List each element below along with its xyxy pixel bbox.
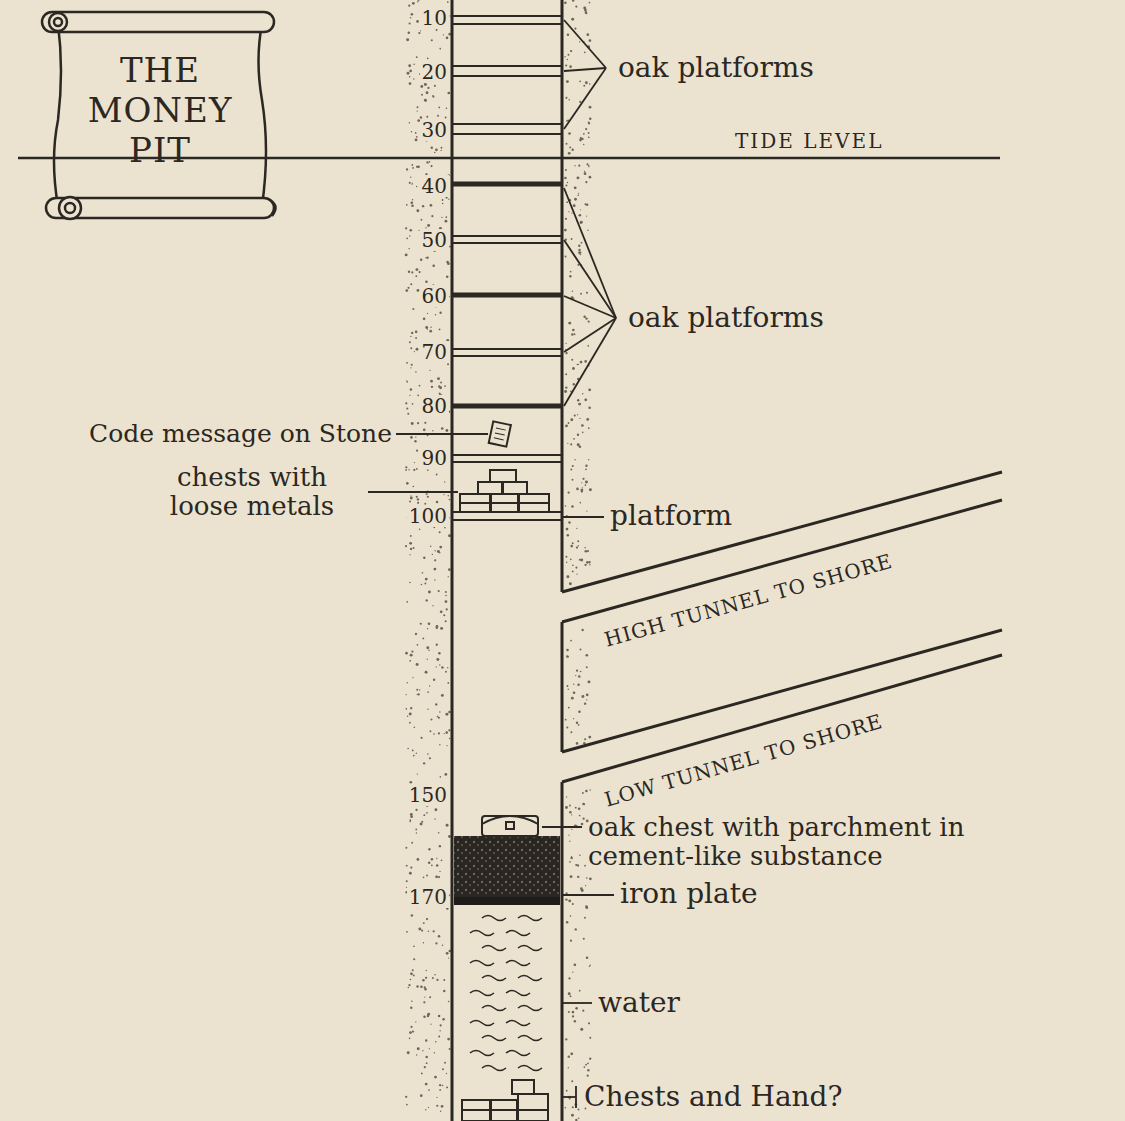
callout-label: oak platforms (618, 53, 814, 84)
water-waves (470, 916, 542, 1071)
shaft-walls (452, 0, 562, 1121)
callout-label: Chests and Hand? (584, 1082, 843, 1113)
depth-number: 170 (407, 886, 449, 908)
depth-number: 70 (420, 341, 449, 363)
depth-number: 60 (420, 285, 449, 307)
title-scroll (42, 12, 276, 219)
depth-number: 80 (420, 395, 449, 417)
callout-label: Code message on Stone (89, 420, 392, 448)
depth-number: 50 (420, 229, 449, 251)
depth-number: 90 (420, 447, 449, 469)
callout-label: iron plate (620, 879, 758, 910)
callout-label: chests with loose metals (142, 463, 362, 520)
callout-label: water (598, 988, 680, 1019)
leader-lines (368, 20, 616, 1108)
depth-number: 100 (407, 505, 449, 527)
depth-number: 30 (420, 119, 449, 141)
iron-plate (454, 897, 560, 905)
tide-level-label: TIDE LEVEL (735, 130, 883, 152)
callout-label: oak platforms (628, 303, 824, 334)
callout-label: platform (610, 501, 732, 532)
depth-number: 150 (407, 784, 449, 806)
sand-speckles (405, 0, 592, 1121)
tunnel-label: LOW TUNNEL TO SHORE (602, 710, 885, 811)
metal-chests (460, 470, 549, 512)
depth-number: 40 (420, 175, 449, 197)
callout-label: oak chest with parchment in cement-like … (588, 813, 998, 870)
code-stone (489, 421, 511, 446)
depth-number: 20 (420, 61, 449, 83)
cement-layer (454, 836, 560, 898)
depth-number: 10 (420, 7, 449, 29)
oak-chest (482, 816, 538, 836)
bottom-chests (462, 1080, 548, 1121)
tunnel-walls (562, 472, 1002, 782)
oak-platforms (452, 16, 562, 520)
title: THE MONEY PIT (80, 50, 240, 170)
